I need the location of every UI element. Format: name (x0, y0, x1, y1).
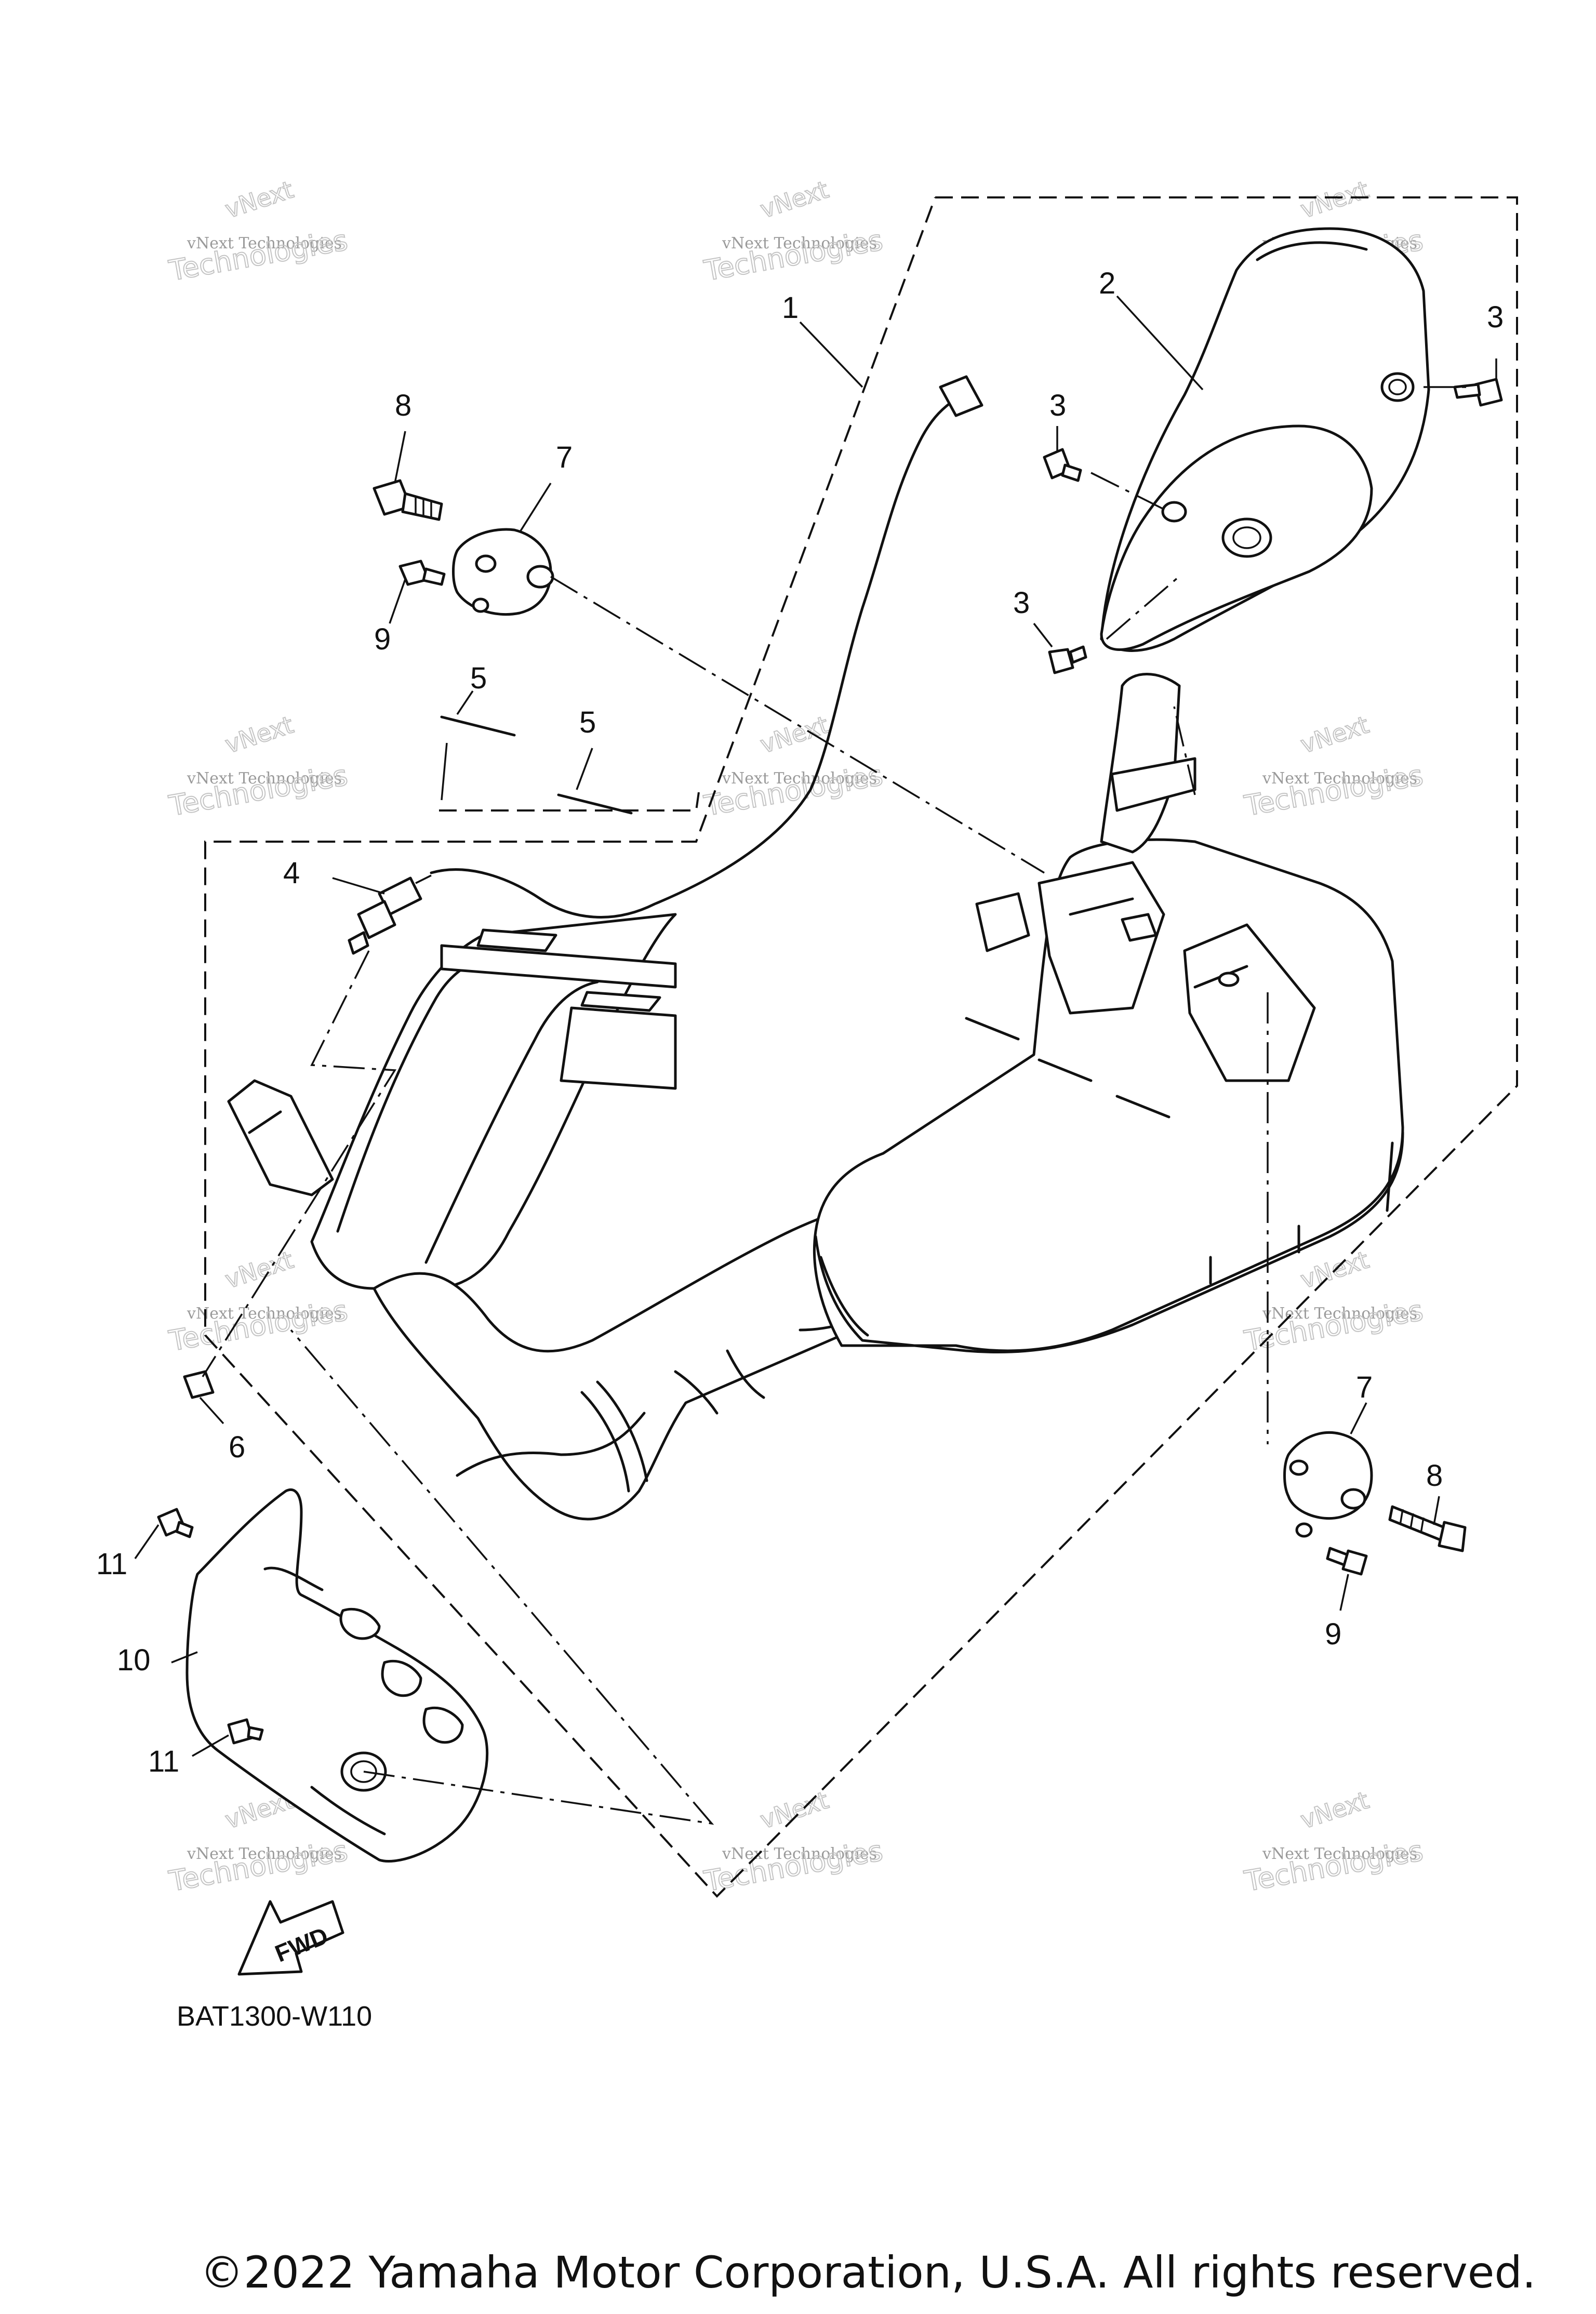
callout-6: 6 (229, 1430, 245, 1464)
svg-text:Technologies: Technologies (166, 759, 350, 822)
callout-9: 9 (1325, 1617, 1341, 1651)
svg-text:vNext: vNext (757, 711, 832, 759)
damper-bolts-lower (1283, 1431, 1467, 1576)
assembly-boundary (204, 196, 1518, 1898)
svg-text:vNext: vNext (757, 176, 832, 224)
svg-text:vNext Technologies: vNext Technologies (187, 1845, 342, 1863)
callout-7: 7 (1356, 1371, 1373, 1404)
callout-11: 11 (148, 1745, 179, 1778)
watermark: vNext vNext Technologies Technologies (701, 1786, 886, 1898)
watermark: vNext vNext Technologies Technologies (166, 175, 351, 288)
copyright-notice: ©2022 Yamaha Motor Corporation, U.S.A. A… (200, 2247, 1536, 2298)
svg-text:vNext Technologies: vNext Technologies (722, 1845, 877, 1863)
svg-text:Technologies: Technologies (166, 1834, 350, 1898)
callout-3: 3 (1013, 586, 1030, 620)
svg-text:vNext Technologies: vNext Technologies (187, 234, 342, 252)
callout-1: 1 (782, 291, 799, 325)
svg-text:Technologies: Technologies (1242, 759, 1426, 822)
watermark: vNext vNext Technologies Technologies (1241, 1786, 1426, 1898)
diagram-code: BAT1300-W110 (177, 2001, 373, 2032)
callout-2: 2 (1099, 267, 1115, 300)
svg-text:vNext Technologies: vNext Technologies (1262, 769, 1417, 788)
svg-text:vNext: vNext (222, 176, 297, 224)
callout-3: 3 (1049, 389, 1066, 422)
callout-7: 7 (556, 441, 573, 474)
svg-text:Technologies: Technologies (1242, 1294, 1426, 1358)
svg-text:vNext Technologies: vNext Technologies (1262, 1845, 1417, 1863)
svg-text:vNext Technologies: vNext Technologies (722, 234, 877, 252)
callout-9: 9 (374, 622, 391, 656)
callout-5: 5 (470, 661, 487, 695)
svg-text:vNext: vNext (1297, 711, 1373, 759)
installation-lines (202, 386, 1470, 1825)
fwd-arrow-icon: FWD (237, 1900, 344, 1976)
svg-text:vNext: vNext (1297, 1786, 1373, 1834)
o2-sensor (348, 375, 983, 955)
muffler-body (813, 838, 1404, 1354)
callout-8: 8 (395, 389, 411, 422)
exhaust-pipe-assembly (227, 913, 952, 1521)
gaskets (440, 715, 633, 815)
svg-text:vNext Technologies: vNext Technologies (187, 1305, 342, 1323)
watermark: vNext vNext Technologies Technologies (166, 710, 351, 823)
callout-10: 10 (117, 1643, 151, 1677)
svg-text:vNext Technologies: vNext Technologies (187, 769, 342, 788)
callout-4: 4 (283, 856, 300, 890)
svg-text:vNext Technologies: vNext Technologies (722, 769, 877, 788)
watermark: vNext vNext Technologies Technologies (1241, 710, 1426, 823)
protector-bolts (1043, 378, 1503, 674)
svg-text:vNext: vNext (757, 1786, 832, 1834)
svg-text:Technologies: Technologies (701, 224, 885, 287)
muffler-heat-protector (1100, 227, 1430, 854)
watermark: vNext vNext Technologies Technologies (701, 175, 886, 288)
callout-leaders (134, 295, 1497, 1757)
callout-11: 11 (96, 1547, 127, 1581)
watermark: vNext vNext Technologies Technologies (701, 710, 886, 823)
callout-8: 8 (1426, 1459, 1443, 1493)
callout-3: 3 (1487, 300, 1504, 334)
svg-text:Technologies: Technologies (166, 224, 350, 287)
exhaust-pipe-protector (157, 1488, 489, 1863)
svg-text:Technologies: Technologies (1242, 1834, 1426, 1898)
callout-5: 5 (579, 706, 596, 739)
nut (183, 1370, 215, 1399)
damper-bolts-upper (373, 479, 554, 616)
svg-text:vNext Technologies: vNext Technologies (1262, 1305, 1417, 1323)
svg-text:Technologies: Technologies (701, 1834, 885, 1898)
svg-text:Technologies: Technologies (166, 1294, 350, 1358)
svg-text:vNext: vNext (222, 711, 297, 759)
callout-numbers: 1 2 3 3 3 4 5 5 6 7 7 8 8 9 9 10 11 11 (96, 267, 1504, 1778)
svg-text:vNext: vNext (1297, 176, 1373, 224)
